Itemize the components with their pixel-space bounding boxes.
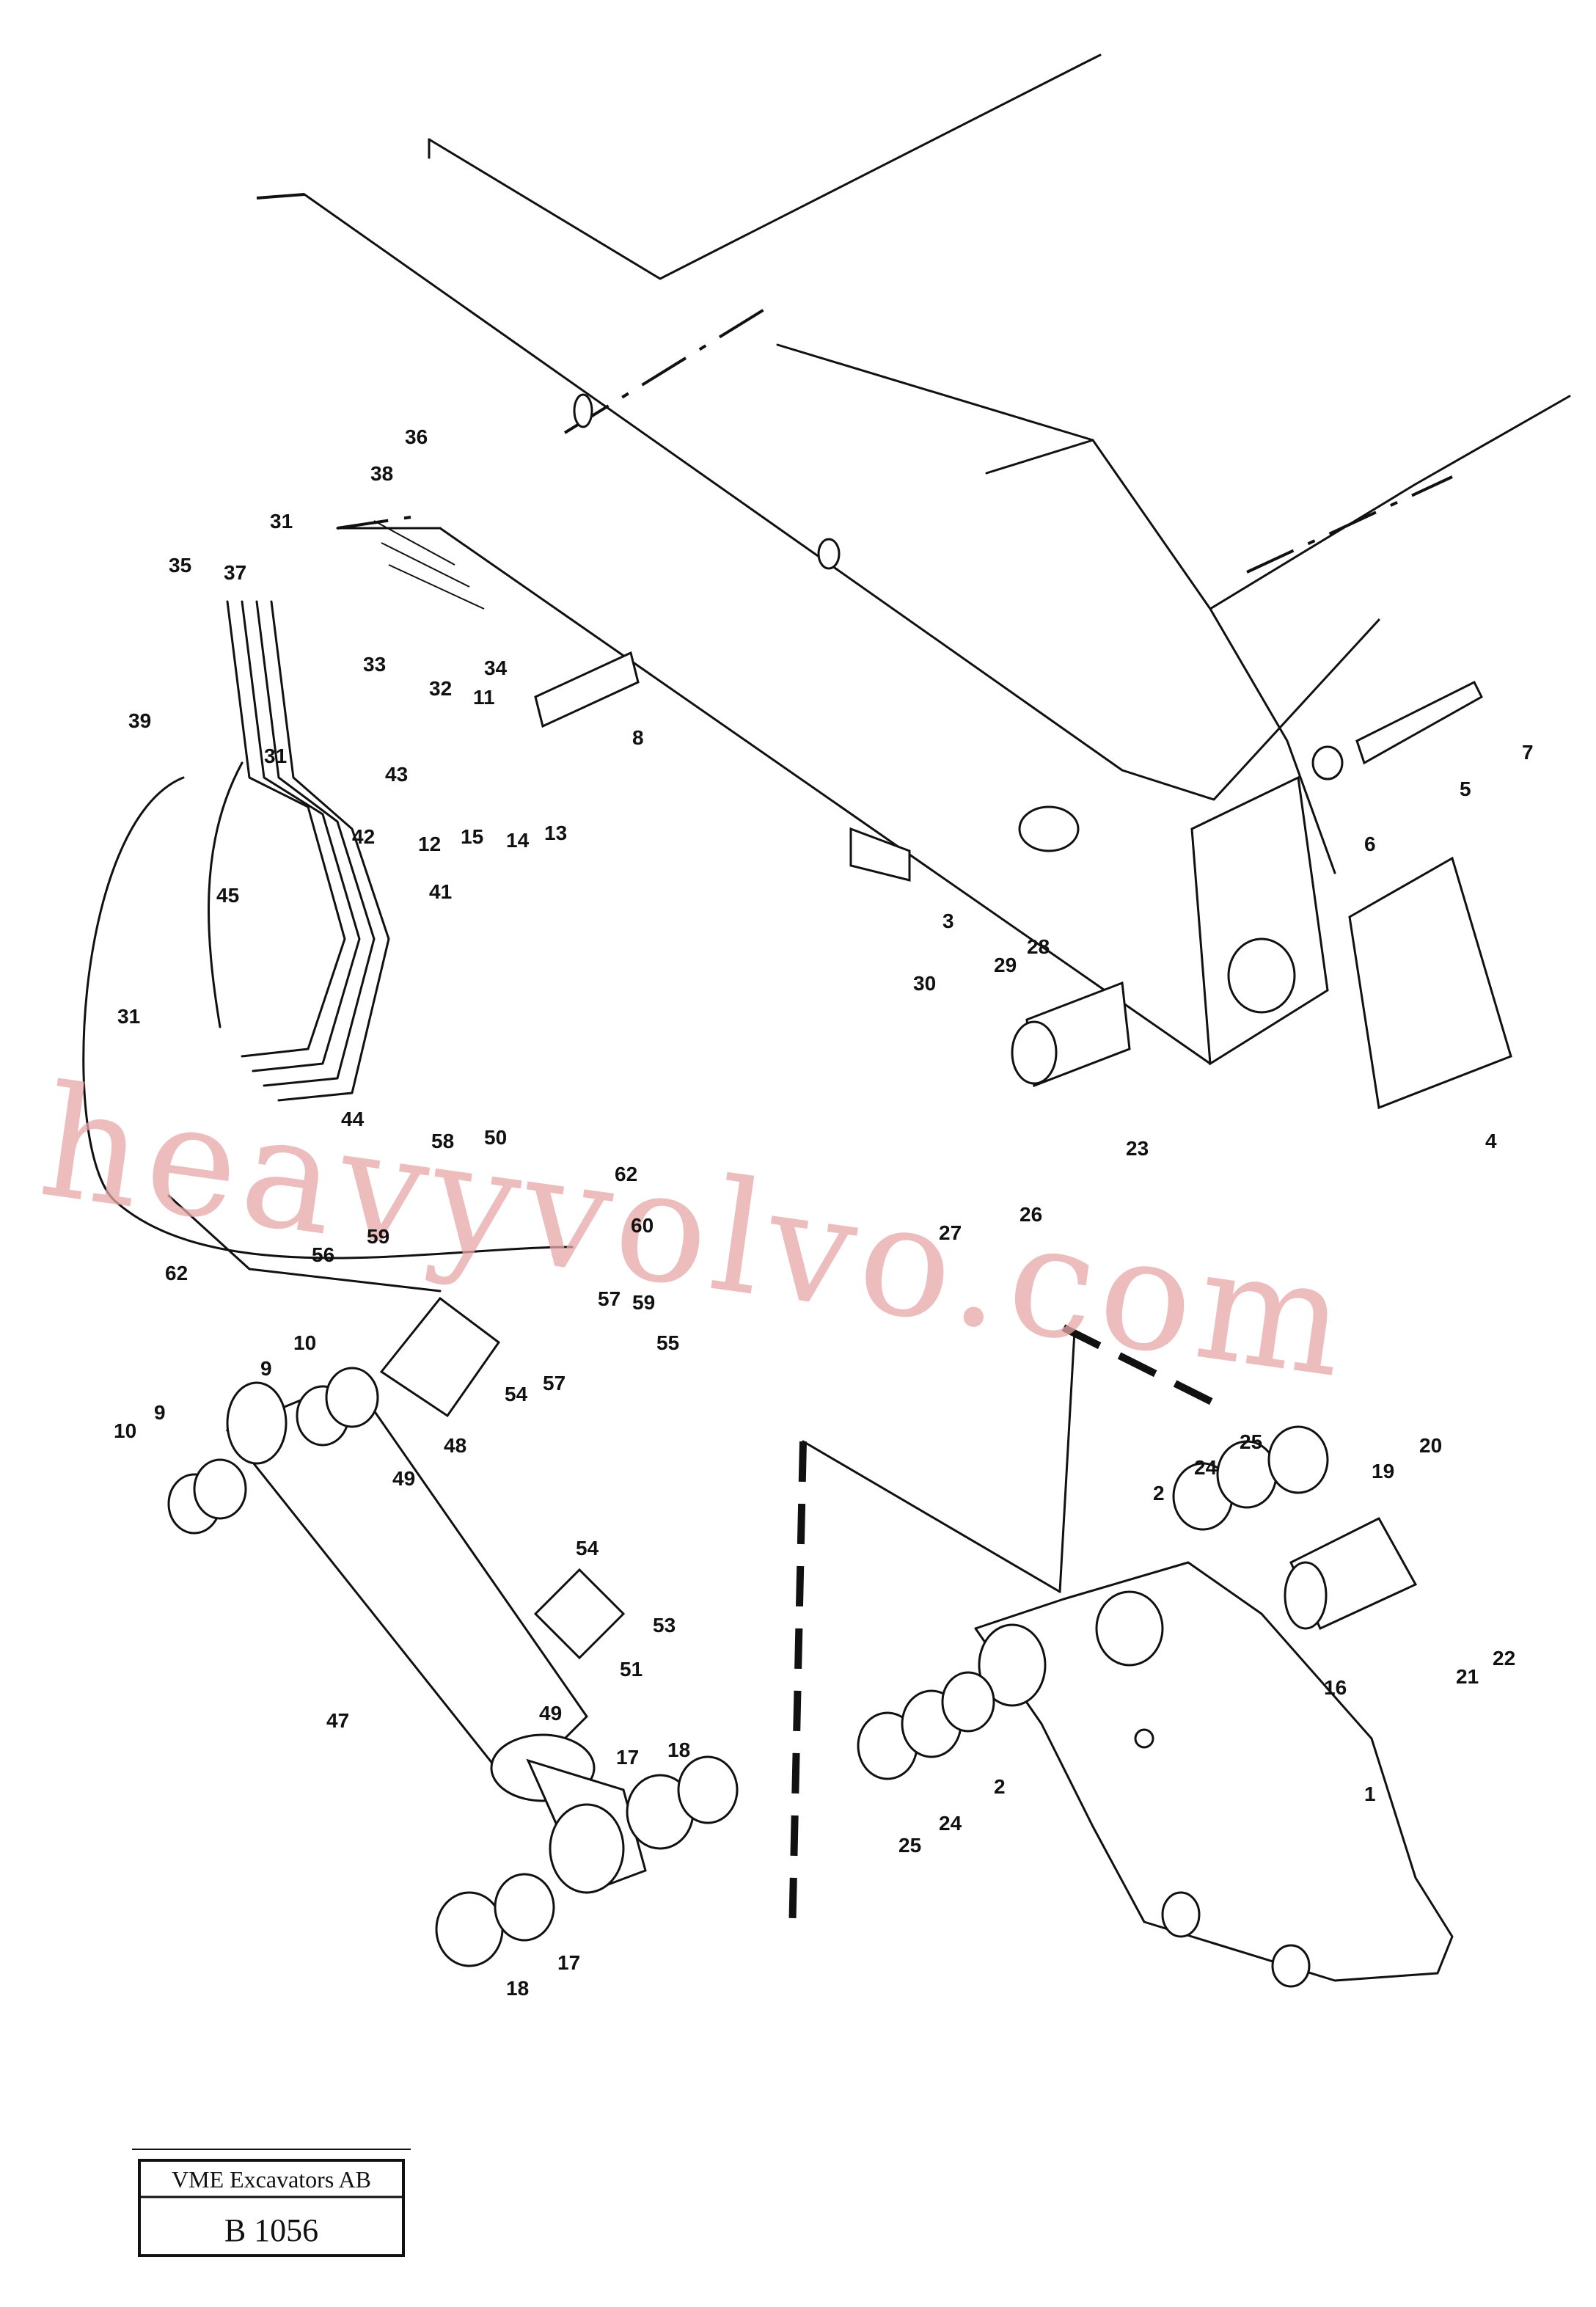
pins (534, 651, 1483, 1630)
callout-50: 50 (484, 1126, 507, 1149)
callout-37: 37 (224, 561, 246, 584)
callout-38: 38 (370, 462, 393, 485)
callout-25: 25 (898, 1834, 921, 1857)
callout-3: 3 (942, 910, 954, 932)
callout-12: 12 (418, 833, 441, 855)
callout-57: 57 (598, 1287, 621, 1310)
boom-structure (256, 54, 1571, 1065)
callout-54: 54 (576, 1537, 599, 1560)
callout-30: 30 (913, 972, 936, 995)
valve-blocks (379, 1296, 626, 1660)
callout-51: 51 (620, 1658, 643, 1681)
callout-17: 17 (616, 1746, 639, 1769)
callout-23: 23 (1126, 1137, 1149, 1160)
callout-31: 31 (264, 745, 287, 767)
callout-35: 35 (169, 554, 191, 577)
callout-21: 21 (1456, 1665, 1479, 1688)
hydraulic-lines (82, 520, 574, 1293)
callout-44: 44 (341, 1108, 365, 1130)
callout-56: 56 (312, 1243, 334, 1266)
callout-18: 18 (667, 1739, 690, 1761)
callout-18: 18 (506, 1977, 529, 2000)
callout-19: 19 (1372, 1460, 1394, 1482)
watermark: heavyvolvo.com (31, 1051, 1361, 1413)
callout-22: 22 (1493, 1647, 1515, 1670)
lower-arm (788, 1324, 1454, 1988)
company-name: VME Excavators AB (172, 2166, 371, 2193)
callout-5: 5 (1460, 778, 1471, 800)
callout-41: 41 (429, 880, 452, 903)
callout-53: 53 (653, 1614, 676, 1637)
callout-57: 57 (543, 1372, 565, 1394)
callout-7: 7 (1522, 741, 1534, 764)
callout-47: 47 (326, 1709, 349, 1732)
callout-24: 24 (1194, 1456, 1218, 1479)
callout-33: 33 (363, 653, 386, 676)
callout-27: 27 (939, 1221, 962, 1244)
callout-13: 13 (544, 822, 567, 844)
callout-36: 36 (405, 425, 428, 448)
callout-31: 31 (270, 510, 293, 533)
callout-17: 17 (557, 1951, 580, 1974)
callout-28: 28 (1027, 935, 1050, 958)
callout-2: 2 (994, 1775, 1006, 1798)
callout-49: 49 (539, 1702, 562, 1725)
callout-26: 26 (1020, 1203, 1042, 1226)
callout-8: 8 (632, 726, 644, 749)
callout-6: 6 (1364, 833, 1376, 855)
callout-43: 43 (385, 763, 408, 786)
callout-32: 32 (429, 677, 452, 700)
callout-2: 2 (1153, 1482, 1165, 1505)
callout-49: 49 (392, 1467, 415, 1490)
callout-14: 14 (506, 829, 530, 852)
callout-16: 16 (1324, 1676, 1347, 1699)
callout-4: 4 (1485, 1130, 1497, 1152)
callout-labels: 36 38 31 35 37 33 34 32 39 11 8 31 43 42… (114, 425, 1534, 2000)
callout-1: 1 (1364, 1783, 1376, 1805)
callout-11: 11 (473, 686, 495, 709)
callout-24: 24 (939, 1812, 962, 1835)
callout-60: 60 (631, 1214, 654, 1237)
callout-20: 20 (1419, 1434, 1442, 1457)
callout-59: 59 (632, 1291, 655, 1314)
washers (167, 1367, 1329, 1967)
callout-58: 58 (431, 1130, 454, 1152)
callout-62: 62 (165, 1262, 188, 1284)
callout-25: 25 (1240, 1430, 1262, 1453)
title-block: VME Excavators AB B 1056 (132, 2149, 411, 2257)
callout-55: 55 (656, 1331, 679, 1354)
callout-10: 10 (114, 1419, 136, 1442)
callout-45: 45 (216, 884, 239, 907)
callout-10: 10 (293, 1331, 316, 1354)
callout-54: 54 (505, 1383, 528, 1405)
callout-39: 39 (128, 709, 151, 732)
callout-42: 42 (352, 825, 375, 848)
drawing-number: B 1056 (224, 2212, 318, 2248)
plates (849, 775, 1512, 1110)
callout-62: 62 (615, 1163, 637, 1185)
callout-31: 31 (117, 1005, 140, 1028)
callout-48: 48 (444, 1434, 466, 1457)
callout-59: 59 (367, 1225, 389, 1248)
callout-34: 34 (484, 657, 508, 679)
callout-9: 9 (154, 1401, 166, 1424)
hydraulic-cylinder (225, 1378, 647, 1894)
callout-9: 9 (260, 1357, 272, 1380)
callout-15: 15 (461, 825, 483, 848)
callout-29: 29 (994, 954, 1017, 976)
